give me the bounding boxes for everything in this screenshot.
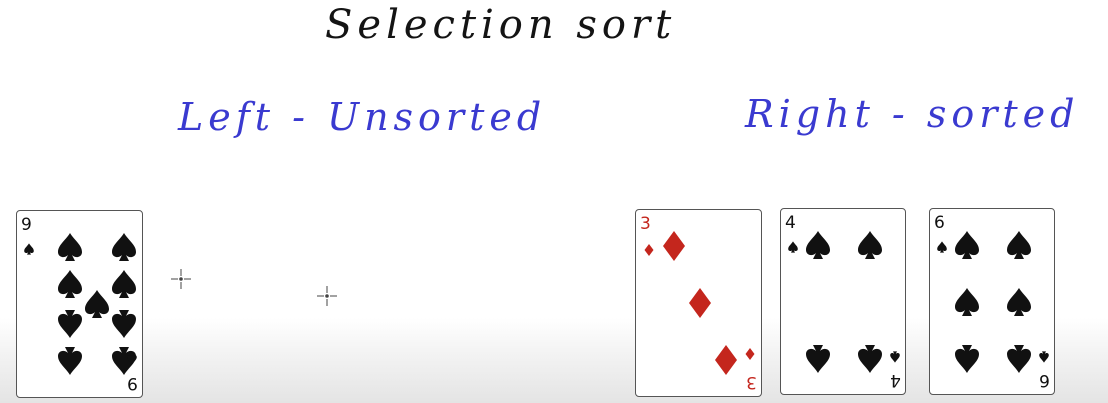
card-9-spades: 9 9 (16, 210, 143, 398)
card-rank-top: 9 (21, 215, 32, 235)
card-3-pips (644, 231, 755, 375)
card-4-pips (788, 231, 900, 373)
crosshair-icon (317, 286, 337, 306)
right-sorted-label: Right - sorted (745, 92, 1080, 136)
card-rank-bottom: 6 (1039, 370, 1050, 390)
card-4-spades: 4 4 (780, 208, 906, 395)
card-3-diamonds: 3 3 (635, 209, 762, 397)
card-rank-top: 6 (934, 213, 945, 233)
card-9-pips (24, 233, 137, 375)
card-rank-top: 4 (785, 213, 796, 233)
card-rank-bottom: 3 (746, 372, 757, 392)
page-title: Selection sort (325, 2, 677, 48)
card-6-spades: 6 6 (929, 208, 1055, 395)
card-6-pips (937, 231, 1049, 373)
card-rank-top: 3 (640, 214, 651, 234)
left-unsorted-label: Left - Unsorted (178, 95, 547, 139)
card-rank-bottom: 9 (127, 373, 138, 393)
crosshair-icon (171, 269, 191, 289)
card-rank-bottom: 4 (890, 370, 901, 390)
